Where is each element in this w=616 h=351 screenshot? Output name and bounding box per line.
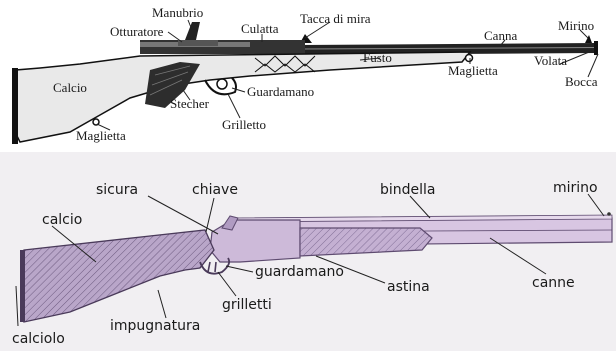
label-mirino-bottom: mirino (553, 180, 598, 196)
label-bocca: Bocca (565, 74, 598, 89)
rifle-muzzle (594, 41, 598, 55)
label-canne: canne (532, 275, 575, 291)
label-stecher: Stecher (170, 96, 210, 111)
label-fusto: Fusto (363, 50, 392, 65)
label-chiave: chiave (192, 182, 238, 198)
label-manubrio: Manubrio (152, 5, 203, 20)
label-grilletti: grilletti (222, 297, 272, 313)
label-astina: astina (387, 279, 430, 295)
label-otturatore: Otturatore (110, 24, 164, 39)
shotgun-diagram: sicura chiave bindella mirino calcio gua… (0, 152, 616, 351)
label-culatta: Culatta (241, 21, 279, 36)
label-tacca-di-mira: Tacca di mira (300, 11, 371, 26)
label-canna: Canna (484, 28, 517, 43)
label-impugnatura: impugnatura (110, 318, 200, 334)
label-volata: Volata (534, 53, 567, 68)
label-bindella: bindella (380, 182, 436, 198)
label-sicura: sicura (96, 182, 138, 198)
butt-plate (12, 68, 18, 144)
label-guardamano-top: Guardamano (247, 84, 314, 99)
bolt-action-rifle-diagram: Manubrio Otturatore Culatta Tacca di mir… (0, 0, 616, 150)
label-calciolo: calciolo (12, 331, 65, 347)
sling-swivel-front (466, 55, 473, 62)
front-bead (607, 212, 611, 216)
label-maglietta-front: Maglietta (448, 63, 498, 78)
label-grilletto: Grilletto (222, 117, 266, 132)
label-maglietta-rear: Maglietta (76, 128, 126, 143)
label-guardamano-bottom: guardamano (255, 264, 344, 280)
label-calcio-bottom: calcio (42, 212, 82, 228)
label-mirino-top: Mirino (558, 18, 594, 33)
shotgun-butt-plate (20, 250, 25, 322)
label-calcio-top: Calcio (53, 80, 87, 95)
